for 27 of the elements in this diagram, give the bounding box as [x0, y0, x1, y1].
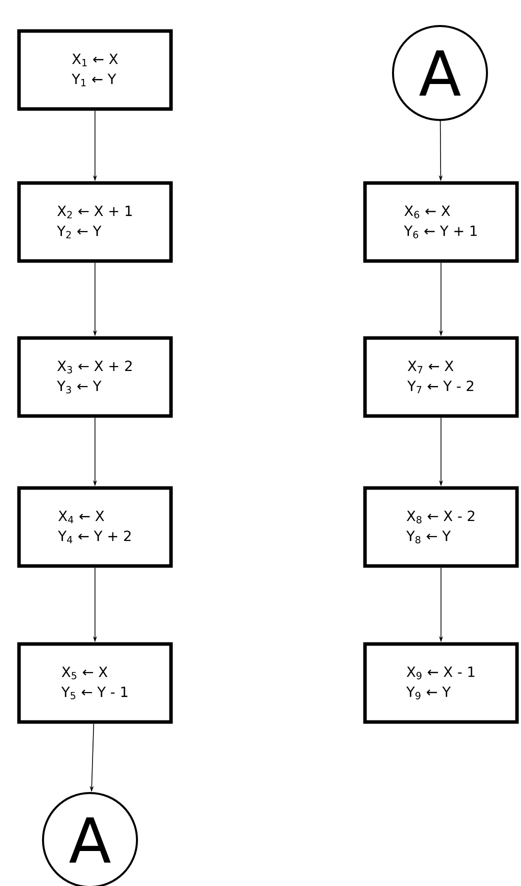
assignment-text: Y$_{9}$ ← Y — [406, 686, 451, 700]
assignment-text: X$_{9}$ ← X - 1 — [406, 666, 474, 680]
process-box — [17, 29, 173, 111]
process-box — [17, 486, 173, 568]
assignment-text: X$_{5}$ ← X — [62, 666, 108, 680]
assignment-text: Y$_{2}$ ← Y — [56, 226, 102, 238]
assignment-text: X$_{7}$ ← X — [408, 360, 454, 374]
assignment-text: Y$_{5}$ ← Y - 1 — [61, 686, 128, 700]
assignment-text: X$_{8}$ ← X - 2 — [406, 510, 474, 524]
process-box — [363, 181, 519, 263]
assignment-text: Y$_{1}$ ← Y — [72, 74, 116, 86]
assignment-text: X$_{4}$ ← X — [58, 510, 104, 524]
assignment-text: X$_{2}$ ← X + 1 — [57, 206, 132, 218]
process-box — [17, 642, 173, 724]
process-box — [17, 181, 173, 263]
process-box — [363, 642, 519, 724]
assignment-text: Y$_{8}$ ← Y — [406, 530, 451, 544]
assignment-text: Y$_{6}$ ← Y + 1 — [404, 226, 477, 238]
process-box — [363, 336, 519, 418]
assignment-text: X$_{1}$ ← X — [72, 54, 118, 66]
assignment-text: X$_{3}$ ← X + 2 — [57, 360, 132, 374]
assignment-text: Y$_{3}$ ← Y — [56, 380, 102, 394]
process-box — [17, 336, 173, 418]
assignment-text: X$_{6}$ ← X — [404, 206, 450, 218]
assignment-text: Y$_{4}$ ← Y + 2 — [58, 530, 131, 544]
assignment-text: Y$_{7}$ ← Y - 2 — [407, 380, 474, 394]
process-box — [363, 486, 519, 568]
